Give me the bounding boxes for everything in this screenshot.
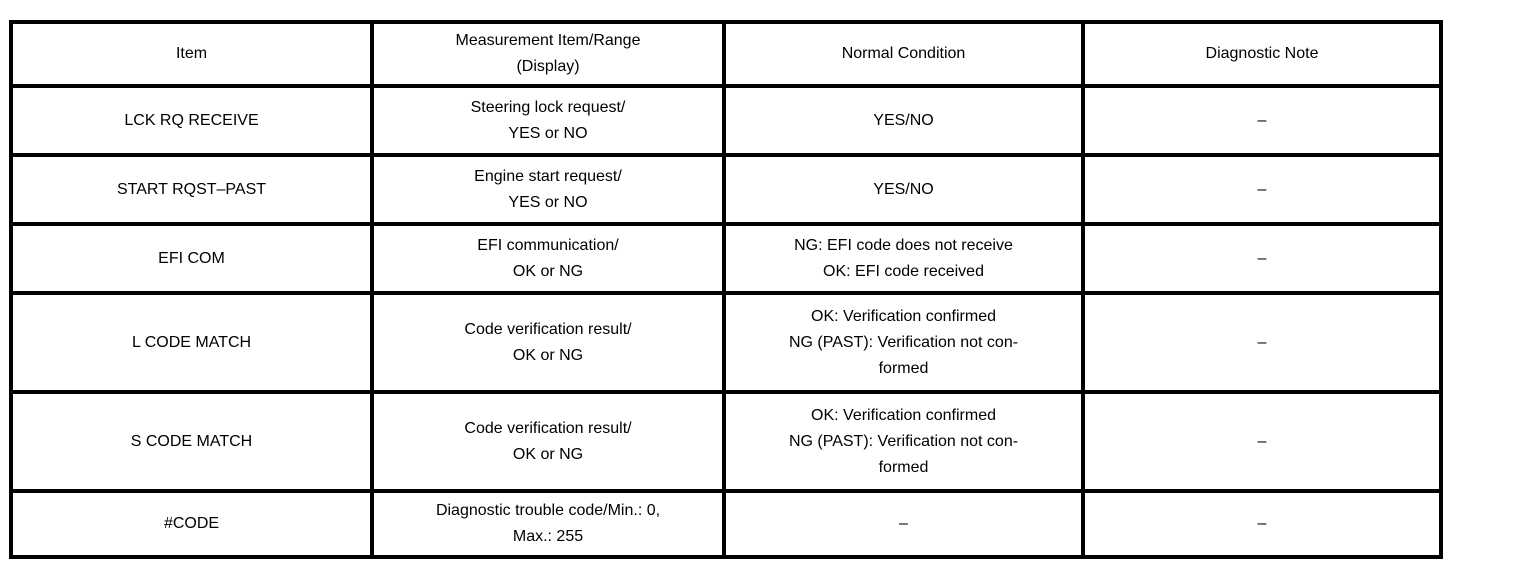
cell-normal-condition: YES/NO xyxy=(722,84,1085,157)
table-row: EFI COM EFI communication/ OK or NG NG: … xyxy=(9,222,1443,295)
table-header-row: Item Measurement Item/Range (Display) No… xyxy=(9,20,1443,88)
column-header-normal-condition: Normal Condition xyxy=(722,20,1085,88)
cell-measurement-range: EFI communication/ OK or NG xyxy=(370,222,726,295)
table-row: LCK RQ RECEIVE Steering lock request/ YE… xyxy=(9,84,1443,157)
cell-measurement-range: Diagnostic trouble code/Min.: 0, Max.: 2… xyxy=(370,489,726,559)
cell-diagnostic-note: – xyxy=(1081,84,1443,157)
cell-normal-condition: NG: EFI code does not receive OK: EFI co… xyxy=(722,222,1085,295)
cell-diagnostic-note: – xyxy=(1081,489,1443,559)
cell-measurement-range: Code verification result/ OK or NG xyxy=(370,390,726,493)
column-header-diagnostic-note: Diagnostic Note xyxy=(1081,20,1443,88)
table-row: #CODE Diagnostic trouble code/Min.: 0, M… xyxy=(9,489,1443,559)
column-header-item: Item xyxy=(9,20,374,88)
cell-item: L CODE MATCH xyxy=(9,291,374,394)
cell-diagnostic-note: – xyxy=(1081,153,1443,226)
cell-item: LCK RQ RECEIVE xyxy=(9,84,374,157)
cell-normal-condition: YES/NO xyxy=(722,153,1085,226)
cell-item: S CODE MATCH xyxy=(9,390,374,493)
cell-measurement-range: Engine start request/ YES or NO xyxy=(370,153,726,226)
cell-normal-condition: OK: Verification confirmed NG (PAST): Ve… xyxy=(722,390,1085,493)
cell-item: #CODE xyxy=(9,489,374,559)
table-row: S CODE MATCH Code verification result/ O… xyxy=(9,390,1443,493)
table-row: L CODE MATCH Code verification result/ O… xyxy=(9,291,1443,394)
column-header-measurement-range: Measurement Item/Range (Display) xyxy=(370,20,726,88)
cell-measurement-range: Code verification result/ OK or NG xyxy=(370,291,726,394)
cell-item: START RQST–PAST xyxy=(9,153,374,226)
cell-diagnostic-note: – xyxy=(1081,222,1443,295)
cell-normal-condition: – xyxy=(722,489,1085,559)
cell-measurement-range: Steering lock request/ YES or NO xyxy=(370,84,726,157)
cell-diagnostic-note: – xyxy=(1081,291,1443,394)
table-row: START RQST–PAST Engine start request/ YE… xyxy=(9,153,1443,226)
cell-normal-condition: OK: Verification confirmed NG (PAST): Ve… xyxy=(722,291,1085,394)
cell-diagnostic-note: – xyxy=(1081,390,1443,493)
diagnostic-data-list-table: Item Measurement Item/Range (Display) No… xyxy=(9,20,1443,559)
cell-item: EFI COM xyxy=(9,222,374,295)
